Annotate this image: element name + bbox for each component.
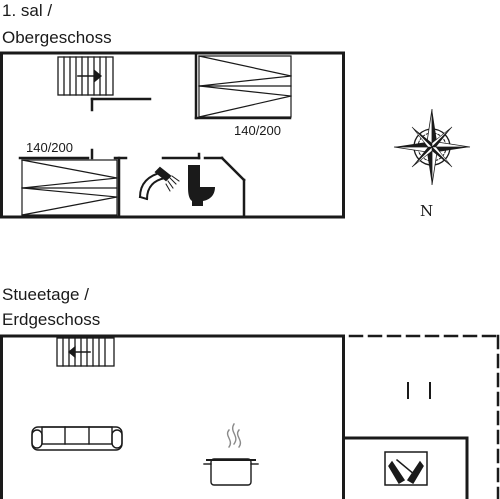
- stairs-up-icon: [57, 56, 114, 96]
- wood-stove-icon: [384, 451, 428, 486]
- ground-floor-label-line2: Erdgeschoss: [2, 310, 101, 329]
- compass-rose-icon: [393, 108, 471, 186]
- terrace-posts: [407, 382, 431, 399]
- upper-floor-outline: [0, 51, 345, 219]
- cooking-pot-icon: [203, 423, 259, 486]
- shower-icon: [138, 166, 180, 201]
- toilet-icon: [188, 165, 215, 206]
- sofa-icon: [31, 426, 123, 451]
- upper-floor-label-line1: 1. sal /: [2, 1, 53, 20]
- bed-size-label-left: 140/200: [26, 140, 73, 155]
- bed-icon: [21, 159, 118, 216]
- compass-north-label: N: [420, 202, 434, 220]
- terrace-dashed-outline: [348, 334, 500, 499]
- bed-size-label-right: 140/200: [234, 123, 281, 138]
- upper-floor-label-line2: Obergeschoss: [2, 28, 112, 47]
- bed-icon: [198, 55, 292, 118]
- ground-floor-label-line1: Stueetage /: [2, 285, 89, 304]
- ground-floor-outline: [0, 334, 469, 499]
- stairs-down-icon: [56, 337, 115, 367]
- upper-interior-walls: [18, 51, 292, 219]
